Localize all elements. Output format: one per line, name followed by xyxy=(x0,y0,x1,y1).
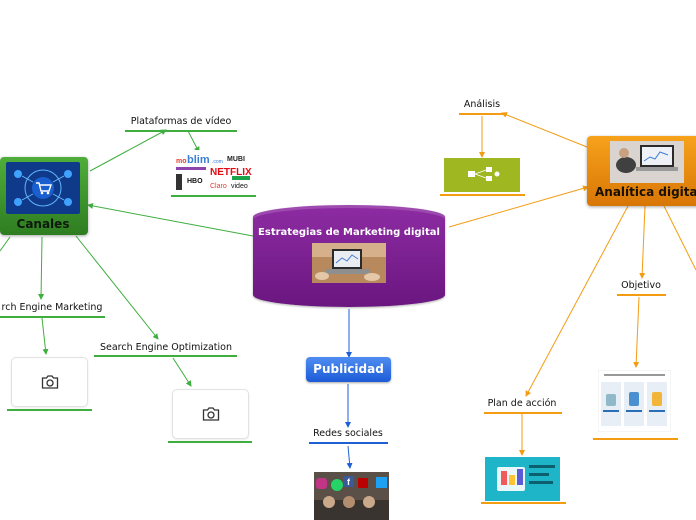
seo-image-placeholder xyxy=(172,389,249,439)
analitica-label: Analítica digital xyxy=(595,185,696,199)
analytics-laptop-photo xyxy=(610,141,684,183)
twitter-icon xyxy=(376,477,387,488)
link-sem-photo xyxy=(41,317,49,355)
analisis-photo-underline xyxy=(440,194,525,196)
central-topic[interactable]: Estrategias de Marketing digital xyxy=(253,205,445,307)
analysis-diagram-image xyxy=(444,158,520,192)
link-analitica-objetivo xyxy=(639,205,646,279)
video-logo: video xyxy=(231,183,248,190)
central-title: Estrategias de Marketing digital xyxy=(258,227,440,238)
instagram-icon xyxy=(316,478,327,489)
link-analitica-analisis xyxy=(501,112,588,148)
camera-icon xyxy=(41,375,58,389)
camera-icon xyxy=(202,407,219,421)
objetivo-label[interactable]: Objetivo xyxy=(621,280,661,291)
link-central-canales xyxy=(87,202,254,237)
action-plan-image xyxy=(485,457,560,501)
seo-label[interactable]: Search Engine Optimization xyxy=(99,342,232,353)
ecommerce-network-image xyxy=(6,162,80,214)
link-redes-photo xyxy=(346,445,353,469)
canales-topic[interactable]: Canales xyxy=(0,157,88,235)
link-analitica-right xyxy=(663,205,696,271)
hbo-logo: HBO xyxy=(187,178,203,185)
objetivo-underline xyxy=(617,294,666,296)
redes-underline xyxy=(309,442,388,444)
objectives-infographic-image xyxy=(598,370,671,432)
laptop-photo xyxy=(312,243,386,283)
plataformas-label[interactable]: Plataformas de vídeo xyxy=(130,116,232,127)
link-canales-sem xyxy=(38,236,45,300)
social-media-photo: f xyxy=(314,472,389,520)
mubi-logo: MUBI xyxy=(227,156,245,163)
blim-domain: .com xyxy=(212,159,223,165)
sem-photo-underline xyxy=(7,409,92,411)
plan-photo-underline xyxy=(481,502,566,504)
blim-logo: blim xyxy=(187,154,210,166)
link-seo-photo xyxy=(172,357,192,387)
youtube-icon xyxy=(358,478,368,488)
sem-image-placeholder xyxy=(11,357,88,407)
link-analitica-plan xyxy=(525,205,629,397)
svg-text:f: f xyxy=(347,477,351,487)
video-platforms-logos-image: mo blim .com MUBI NETFLIX HBO Claro vide… xyxy=(174,150,254,194)
objetivo-photo-underline xyxy=(593,438,678,440)
sem-underline xyxy=(0,316,105,318)
svg-text:mo: mo xyxy=(176,158,187,165)
link-canales-left xyxy=(0,236,11,252)
plataformas-photo-underline xyxy=(171,195,256,197)
seo-photo-underline xyxy=(168,441,252,443)
canales-label: Canales xyxy=(16,217,70,231)
plan-underline xyxy=(484,412,562,414)
publicidad-topic[interactable]: Publicidad xyxy=(306,357,391,382)
facebook-icon xyxy=(343,476,354,487)
link-central-analitica xyxy=(448,185,589,228)
link-canales-plataformas xyxy=(89,129,167,172)
link-plataformas-logos xyxy=(187,130,200,153)
plataformas-underline xyxy=(125,130,237,132)
redes-label[interactable]: Redes sociales xyxy=(313,428,383,439)
link-canales-seo xyxy=(75,235,159,340)
analisis-label[interactable]: Análisis xyxy=(463,99,501,110)
plan-label[interactable]: Plan de acción xyxy=(487,398,557,409)
netflix-logo: NETFLIX xyxy=(210,167,252,178)
link-objetivo-photo xyxy=(633,296,640,368)
analisis-underline xyxy=(459,113,506,115)
seo-underline xyxy=(94,355,237,357)
sem-label[interactable]: rch Engine Marketing xyxy=(1,302,103,313)
whatsapp-icon xyxy=(331,479,343,491)
claro-logo: Claro xyxy=(210,183,227,190)
analitica-topic[interactable]: Analítica digital xyxy=(587,136,696,206)
